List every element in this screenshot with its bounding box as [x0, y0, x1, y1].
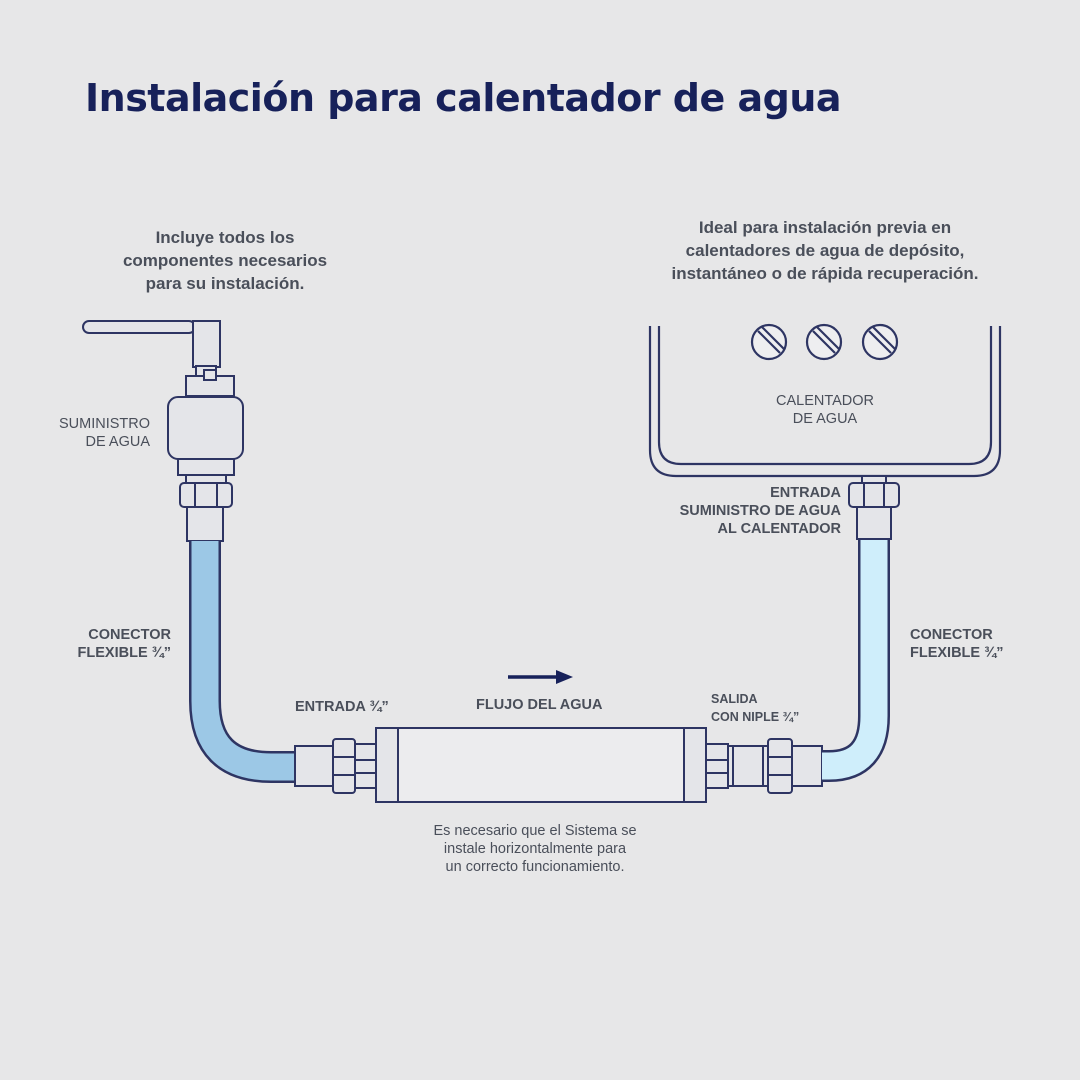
label-inlet: ENTRADA ¾” — [295, 699, 389, 715]
label-water-supply: SUMINISTRO DE AGUA — [58, 416, 150, 450]
supply-nut-icon — [179, 482, 233, 542]
label-water-flow: FLUJO DEL AGUA — [476, 697, 603, 713]
label-flexible-connector-right: CONECTOR FLEXIBLE ¾” — [910, 627, 1004, 661]
shutoff-valve-icon — [82, 320, 244, 484]
flow-arrow-icon — [508, 670, 573, 684]
outlet-fitting-icon — [705, 738, 823, 794]
heater-inlet-nut-icon — [848, 475, 900, 540]
label-heater-inlet: ENTRADA SUMINISTRO DE AGUA AL CALENTADOR — [679, 485, 841, 537]
heater-screw-icons — [750, 323, 899, 361]
label-water-heater: CALENTADOR DE AGUA — [775, 393, 875, 427]
filter-body — [375, 727, 707, 803]
inlet-fitting-icon — [294, 738, 378, 794]
label-outlet-nipple: SALIDA CON NIPLE ¾” — [711, 692, 800, 724]
note-ideal-installation: Ideal para instalación previa en calenta… — [671, 218, 979, 283]
note-horizontal-installation: Es necesario que el Sistema se instale h… — [433, 823, 637, 875]
heater-tank-outline — [648, 326, 1002, 478]
note-included-components: Incluye todos los componentes necesarios… — [122, 228, 328, 293]
page-title: Instalación para calentador de agua — [85, 76, 842, 120]
label-flexible-connector-left: CONECTOR FLEXIBLE ¾” — [77, 627, 171, 661]
